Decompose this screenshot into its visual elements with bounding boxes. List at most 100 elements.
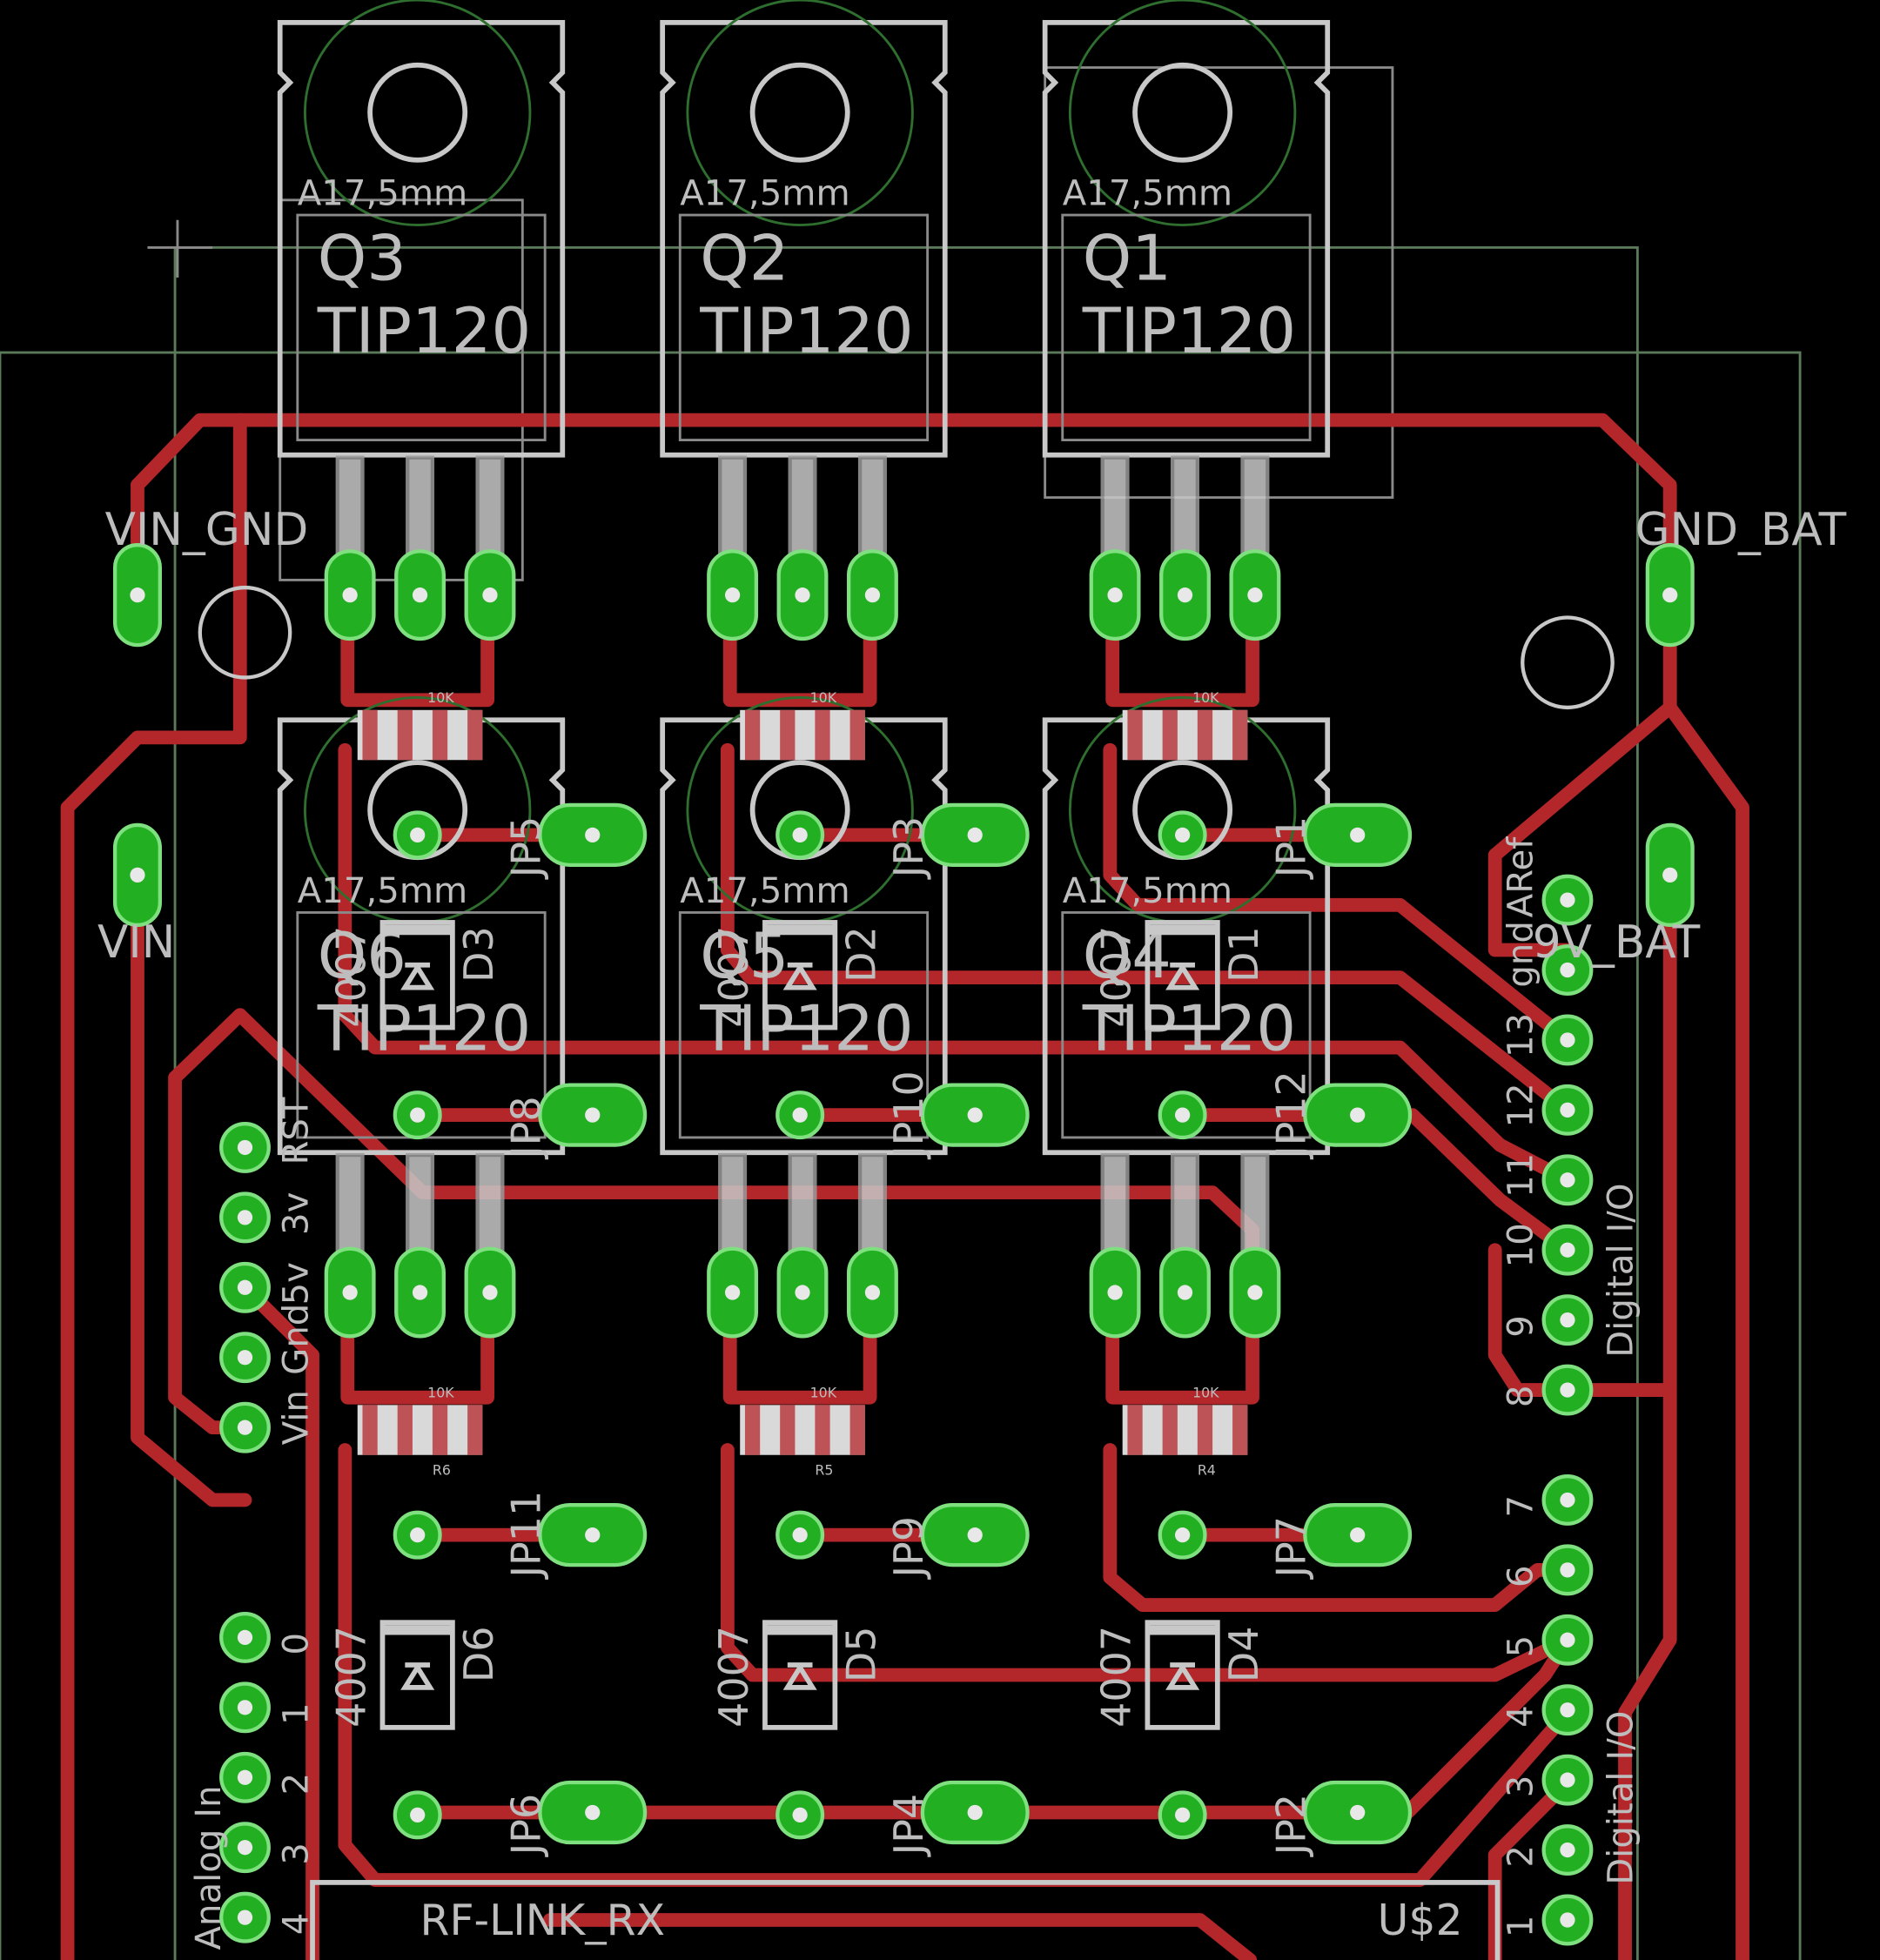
analog-header-drill (237, 1700, 253, 1715)
digital-header-bottom-drill (1560, 1702, 1575, 1718)
jumper-label: JP9 (885, 1516, 932, 1580)
resistor-band (1197, 709, 1213, 761)
digital-header-top-pin-label: 12 (1501, 1083, 1541, 1127)
tab-outline (1061, 213, 1312, 442)
transistor-pad-3-drill (864, 1285, 881, 1300)
transistor-pad-2-drill (795, 1285, 810, 1300)
transistor-outline (660, 20, 948, 458)
diode-name: D4 (1220, 1627, 1267, 1683)
analog-header-pin-label: 1 (276, 1702, 316, 1725)
diode-pad-top (393, 810, 442, 860)
transistor-outline (660, 717, 948, 1156)
transistor-outline (277, 717, 566, 1156)
power-header-pin-label: RST (276, 1097, 316, 1165)
transistor-name: Q3 (318, 222, 406, 295)
trace-q1-base (1105, 587, 1259, 708)
jumper-drill (585, 1107, 601, 1123)
heatsink-label: A17,5mm (298, 871, 467, 911)
jumper-jp3: JP3 (885, 802, 1030, 880)
trace-pin12 (720, 742, 1574, 1118)
jumper-jp1: JP1 (1267, 802, 1413, 880)
diode-pad-bottom-drill (1175, 1107, 1191, 1123)
transistor-pad-2 (1159, 1246, 1211, 1339)
digital-header-top-drill (1560, 962, 1575, 978)
jumper-label: JP1 (1267, 816, 1314, 880)
diode-pad-top (776, 810, 825, 860)
jumper-drill (1350, 1804, 1366, 1821)
transistor-outline (1042, 20, 1331, 458)
resistor-band (780, 1405, 796, 1455)
transistor-pad-3 (1229, 1246, 1281, 1339)
diode-pad-bottom-drill (1175, 1807, 1191, 1822)
resistor-band (1232, 709, 1248, 761)
trace-right-down (1618, 1383, 1677, 1960)
resistor-band (1162, 709, 1178, 761)
vin-gnd-label: VIN_GND (105, 504, 309, 556)
jumper-label: JP12 (1267, 1071, 1314, 1160)
diode-pad-top-drill (1175, 827, 1191, 843)
resistor-name: R4 (1198, 1462, 1216, 1479)
resistor-band (397, 709, 413, 761)
transistor-pad-3-drill (1247, 1285, 1263, 1300)
transistor-pad-1 (707, 1246, 759, 1339)
diode-pad-top-drill (410, 827, 426, 843)
transistor-pad-3 (847, 1246, 898, 1339)
resistor-body (357, 1405, 483, 1455)
transistor-value: TIP120 (699, 294, 913, 367)
transistor-pad-1-drill (1107, 1285, 1123, 1300)
analog-header-pin-label: 3 (276, 1843, 316, 1865)
digital-header-top-drill (1560, 892, 1575, 908)
transistor-pad-1 (1089, 1246, 1141, 1339)
jumper-jp6: JP6 (502, 1780, 648, 1857)
mounting-hole (367, 62, 468, 163)
rf-module-label: RF-LINK_RX (420, 1896, 665, 1945)
transistor-pad-2 (394, 1246, 446, 1339)
trace-left-gnd (60, 413, 247, 1960)
digital-header-bottom-pin-label: 1 (1501, 1916, 1541, 1938)
heatsink-circle (1068, 0, 1297, 226)
transistor-pad-2-drill (1177, 587, 1193, 603)
digital-bottom-title: Digital I/O (1601, 1711, 1642, 1885)
diode-pad-bottom (393, 1091, 442, 1140)
resistor-body (740, 709, 865, 761)
transistor-value: TIP120 (317, 294, 531, 367)
digital-header-bottom-pin-label: 2 (1501, 1845, 1541, 1868)
heatsink-label: A17,5mm (1063, 174, 1232, 214)
mounting-hole (1132, 62, 1233, 163)
bat-9v-label: 9V_BAT (1533, 916, 1701, 969)
9v-bat-pad-drill (1662, 867, 1678, 883)
jumper-jp4: JP4 (885, 1780, 1030, 1857)
vin-label: VIN (97, 916, 175, 969)
tab-outline (296, 213, 547, 442)
analog-header-drill (237, 1840, 253, 1856)
trace-pin13 (1103, 742, 1574, 1047)
resistor-band (432, 709, 448, 761)
power-header-drill (237, 1210, 253, 1225)
transistor-pad-3-drill (1247, 587, 1263, 603)
jumper-label: JP11 (502, 1491, 549, 1581)
trace-pin11 (338, 742, 1574, 1187)
diode-pad-bottom-drill (792, 1807, 808, 1822)
resistor-band (849, 1405, 865, 1455)
resistor-band (1127, 709, 1143, 761)
jumper-drill (967, 827, 983, 843)
resistor-value: 10K (427, 689, 454, 706)
jumper-label: JP3 (885, 816, 932, 880)
transistor-pad-2-drill (1177, 1285, 1193, 1300)
transistor-pad-1-drill (342, 1285, 358, 1300)
diode-body (1145, 1620, 1220, 1730)
diode-body (379, 920, 455, 1030)
trace-5v (238, 1280, 319, 1960)
jumper-drill (1350, 827, 1366, 843)
resistor-band (1197, 1405, 1213, 1455)
diode-pad-bottom-drill (410, 1107, 426, 1123)
vin-pad (112, 822, 162, 927)
resistor-band (1162, 1405, 1178, 1455)
resistor-body (1122, 709, 1248, 761)
jumper-jp11: JP11 (502, 1491, 648, 1581)
